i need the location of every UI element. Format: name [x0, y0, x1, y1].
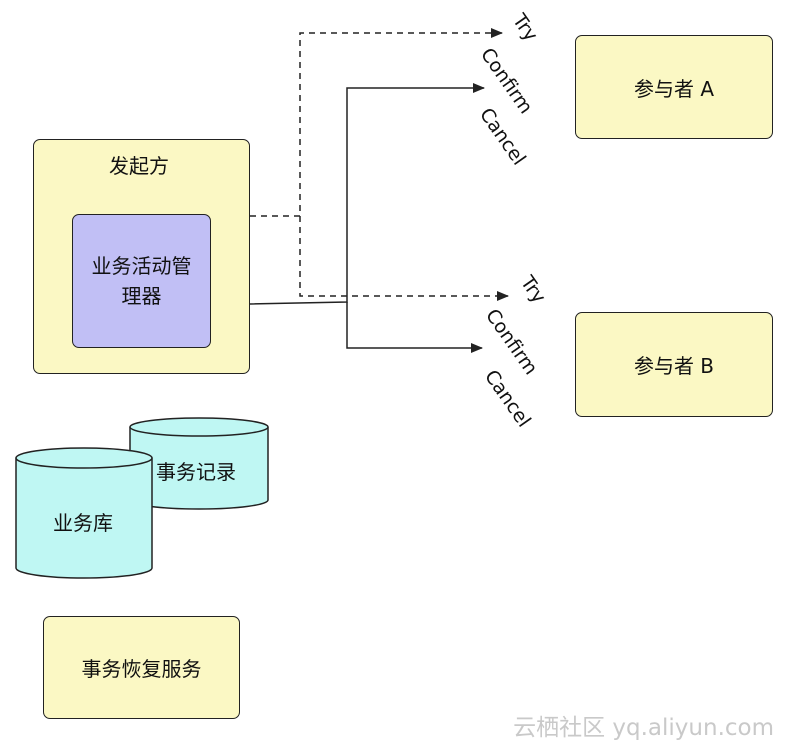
participant-a-box: 参与者 A	[575, 35, 773, 139]
manager-label-line2: 理器	[121, 284, 162, 308]
participant-b-box: 参与者 B	[575, 312, 773, 417]
business-db-cylinder	[15, 447, 153, 579]
try-arrow-b	[299, 216, 509, 301]
transaction-log-label: 事务记录	[156, 460, 236, 484]
manager-label-line1: 业务活动管	[91, 254, 192, 278]
recovery-service-label: 事务恢复服务	[81, 657, 202, 681]
recovery-service-box: 事务恢复服务	[43, 616, 240, 719]
try-arrow-a	[250, 28, 503, 217]
participant-a-label: 参与者 A	[633, 76, 715, 101]
initiator-title: 发起方	[109, 154, 169, 178]
participant-b-label: 参与者 B	[633, 354, 715, 378]
confirm-arrow-b	[346, 302, 483, 353]
watermark: 云栖社区 yq.aliyun.com	[513, 715, 774, 741]
confirm-arrow-a	[249, 83, 485, 305]
business-db-label: 业务库	[53, 511, 113, 535]
business-activity-manager: 业务活动管 理器	[72, 214, 211, 348]
